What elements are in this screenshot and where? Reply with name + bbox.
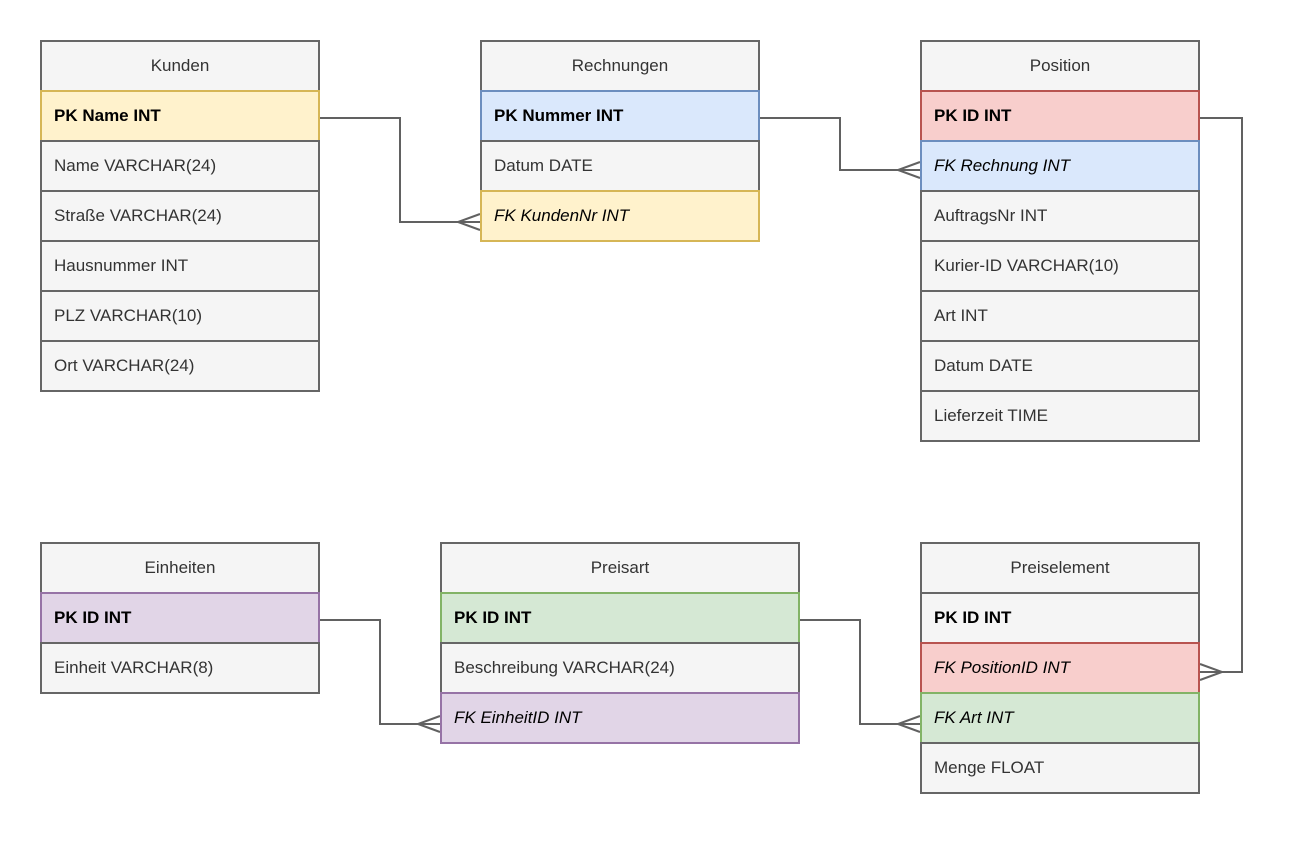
relation-position-preiselement[interactable]: [1199, 117, 1243, 681]
preiselement-row-fk-art[interactable]: FK Art INT: [920, 692, 1200, 744]
preisart-row-beschreibung[interactable]: Beschreibung VARCHAR(24): [440, 642, 800, 694]
entity-table-einheiten[interactable]: Einheiten PK ID INT Einheit VARCHAR(8): [40, 542, 320, 694]
kunden-row-name[interactable]: Name VARCHAR(24): [40, 140, 320, 192]
position-row-art[interactable]: Art INT: [920, 290, 1200, 342]
table-title-preiselement: Preiselement: [920, 542, 1200, 594]
preiselement-row-fk-positionid[interactable]: FK PositionID INT: [920, 642, 1200, 694]
entity-table-position[interactable]: Position PK ID INT FK Rechnung INT Auftr…: [920, 40, 1200, 442]
table-title-einheiten: Einheiten: [40, 542, 320, 594]
kunden-row-plz[interactable]: PLZ VARCHAR(10): [40, 290, 320, 342]
rechnungen-row-pk-nummer[interactable]: PK Nummer INT: [480, 90, 760, 142]
table-title-kunden: Kunden: [40, 40, 320, 92]
relation-einheiten-preisart[interactable]: [320, 619, 441, 733]
entity-table-preisart[interactable]: Preisart PK ID INT Beschreibung VARCHAR(…: [440, 542, 800, 744]
entity-table-preiselement[interactable]: Preiselement PK ID INT FK PositionID INT…: [920, 542, 1200, 794]
relation-kunden-rechnungen[interactable]: [320, 117, 481, 231]
table-title-preisart: Preisart: [440, 542, 800, 594]
position-row-datum[interactable]: Datum DATE: [920, 340, 1200, 392]
kunden-row-pk-name[interactable]: PK Name INT: [40, 90, 320, 142]
entity-table-rechnungen[interactable]: Rechnungen PK Nummer INT Datum DATE FK K…: [480, 40, 760, 242]
einheiten-row-pk-id[interactable]: PK ID INT: [40, 592, 320, 644]
rechnungen-row-datum[interactable]: Datum DATE: [480, 140, 760, 192]
kunden-row-ort[interactable]: Ort VARCHAR(24): [40, 340, 320, 392]
relation-preisart-preiselement[interactable]: [800, 619, 921, 733]
entity-table-kunden[interactable]: Kunden PK Name INT Name VARCHAR(24) Stra…: [40, 40, 320, 392]
position-row-fk-rechnung[interactable]: FK Rechnung INT: [920, 140, 1200, 192]
rechnungen-row-fk-kundennr[interactable]: FK KundenNr INT: [480, 190, 760, 242]
position-row-lieferzeit[interactable]: Lieferzeit TIME: [920, 390, 1200, 442]
preisart-row-pk-id[interactable]: PK ID INT: [440, 592, 800, 644]
relation-rechnungen-position[interactable]: [760, 117, 921, 179]
kunden-row-hausnummer[interactable]: Hausnummer INT: [40, 240, 320, 292]
position-row-pk-id[interactable]: PK ID INT: [920, 90, 1200, 142]
position-row-auftragsnr[interactable]: AuftragsNr INT: [920, 190, 1200, 242]
position-row-kurier-id[interactable]: Kurier-ID VARCHAR(10): [920, 240, 1200, 292]
preiselement-row-menge[interactable]: Menge FLOAT: [920, 742, 1200, 794]
preisart-row-fk-einheitid[interactable]: FK EinheitID INT: [440, 692, 800, 744]
table-title-position: Position: [920, 40, 1200, 92]
table-title-rechnungen: Rechnungen: [480, 40, 760, 92]
preiselement-row-pk-id[interactable]: PK ID INT: [920, 592, 1200, 644]
einheiten-row-einheit[interactable]: Einheit VARCHAR(8): [40, 642, 320, 694]
kunden-row-strasse[interactable]: Straße VARCHAR(24): [40, 190, 320, 242]
